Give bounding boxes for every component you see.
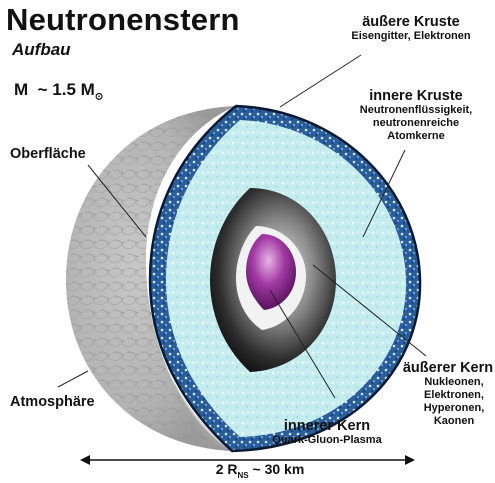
- mass-unit: M: [81, 80, 95, 99]
- scale-suffix: ~ 30 km: [249, 461, 305, 477]
- page-subtitle: Aufbau: [12, 40, 71, 60]
- outer-crust-label: äußere Kruste Eisengitter, Elektronen: [326, 14, 495, 43]
- atmosphere-label: Atmosphäre: [10, 394, 95, 410]
- outer-core-desc-4: Kaonen: [412, 415, 495, 428]
- scale-label: 2 RNS ~ 30 km: [0, 461, 495, 480]
- inner-core-name: innerer Kern: [242, 418, 412, 434]
- inner-crust-desc-1: Neutronenflüssigkeit,: [338, 104, 494, 117]
- inner-crust-desc-2: neutronenreiche: [338, 117, 494, 130]
- page-title: Neutronenstern: [6, 2, 240, 38]
- outer-core-desc-3: Hyperonen,: [412, 402, 495, 415]
- mass-symbol: M: [14, 80, 28, 99]
- inner-crust-label: innere Kruste Neutronenflüssigkeit, neut…: [338, 88, 494, 143]
- inner-core-desc: Quark-Gluon-Plasma: [242, 434, 412, 447]
- mass-unit-sub: ⊙: [95, 91, 103, 102]
- outer-core-label: äußerer Kern Nukleonen, Elektronen, Hype…: [412, 360, 495, 428]
- inner-crust-name: innere Kruste: [338, 88, 494, 104]
- outer-crust-desc: Eisengitter, Elektronen: [326, 30, 495, 43]
- surface-label: Oberfläche: [10, 146, 86, 162]
- inner-crust-desc-3: Atomkerne: [338, 130, 494, 143]
- outer-core-desc-1: Nukleonen,: [412, 376, 495, 389]
- leader-atmosphere: [58, 371, 88, 387]
- mass-approx: ~ 1.5: [38, 80, 76, 99]
- scale-prefix: 2 R: [216, 461, 238, 477]
- outer-core-desc-2: Elektronen,: [412, 389, 495, 402]
- inner-core-label: innerer Kern Quark-Gluon-Plasma: [242, 418, 412, 447]
- scale-sub: NS: [238, 471, 249, 480]
- outer-crust-name: äußere Kruste: [326, 14, 495, 30]
- mass-label: M ~ 1.5 M⊙: [14, 80, 103, 102]
- outer-core-name: äußerer Kern: [400, 360, 495, 376]
